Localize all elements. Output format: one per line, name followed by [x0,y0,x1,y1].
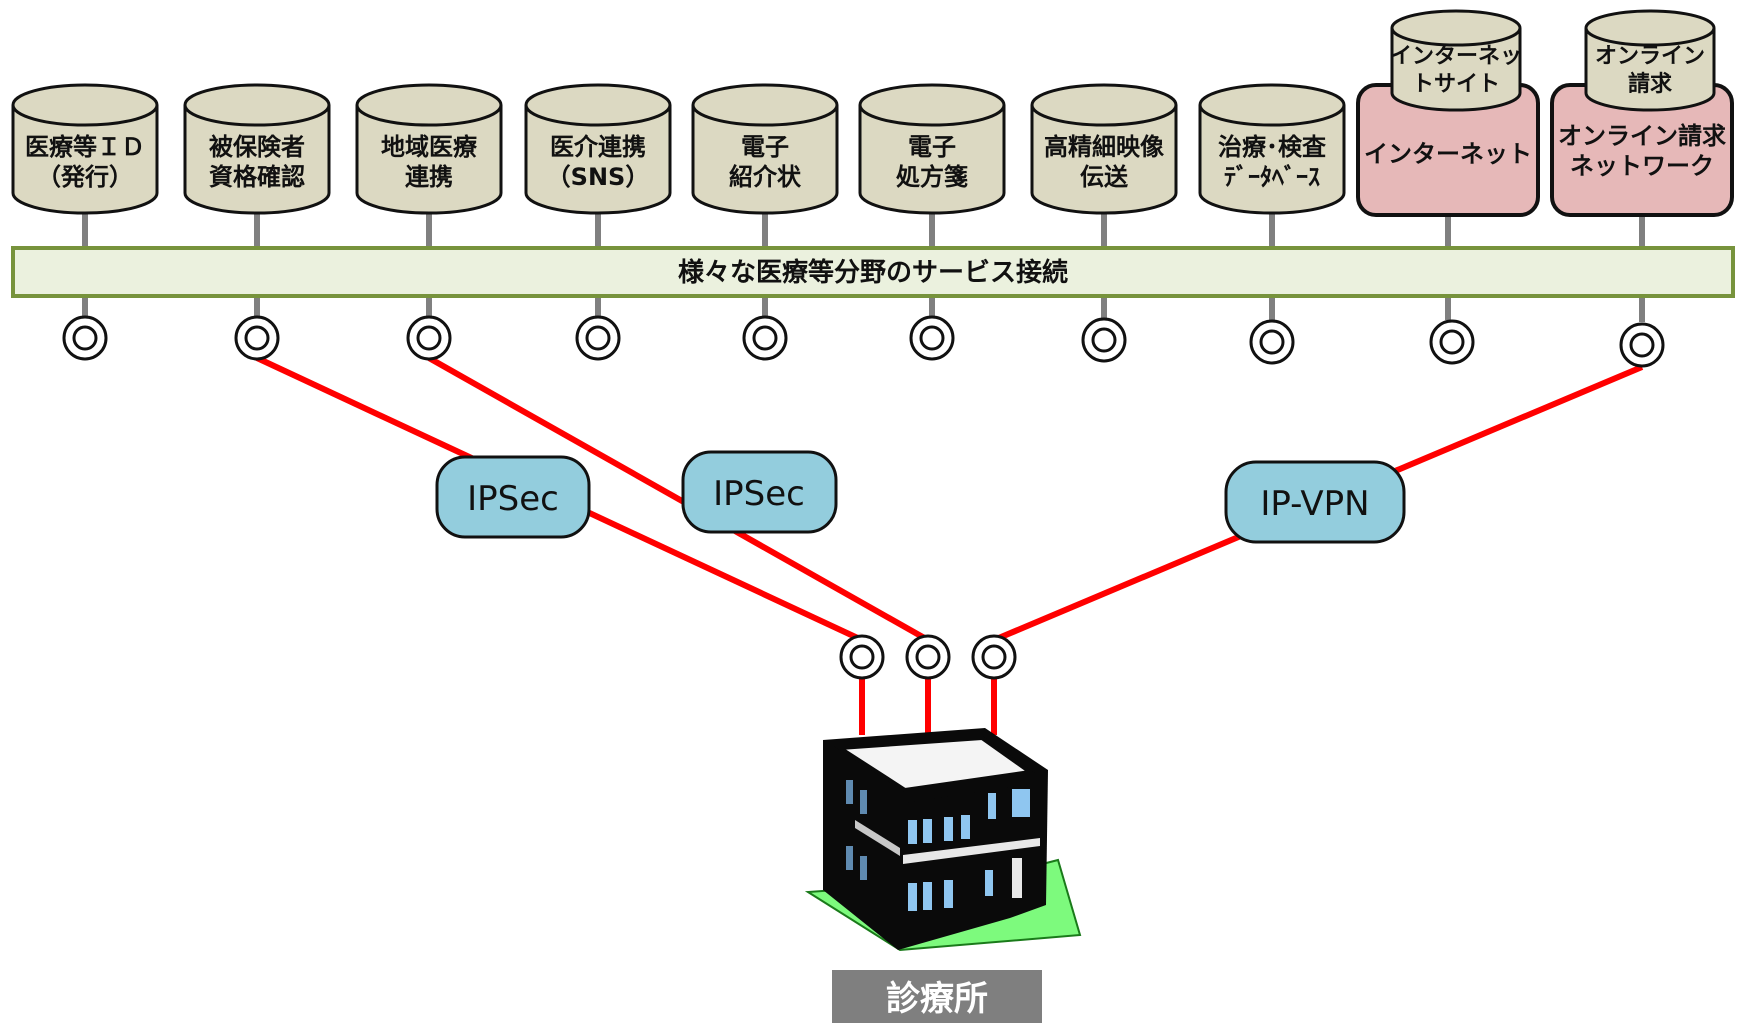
port-icon [575,315,621,361]
db-cylinder-referral [691,83,839,215]
ipsec-pill-2 [681,450,838,534]
service-label-5a: 電子 [741,133,789,161]
clinic-label-text: 診療所 [886,979,988,1019]
service-labels: 医療等ＩＤ （発行） 被保険者 資格確認 地域医療 連携 医介連携 （SNS） … [25,133,1326,191]
port-stems [82,296,1645,322]
network-db-labels: インターネッ トサイト オンライン 請求 [1390,44,1705,97]
port-icon [971,634,1017,680]
ipsec-pill-2-label: IPSec [713,474,805,514]
db-cylinder-video [1030,83,1178,215]
service-label-1b: （発行） [37,163,133,191]
connection-pills: IPSec IPSec IP-VPN [435,450,1406,544]
port-icon [406,315,452,361]
ports [62,315,1665,680]
db-cylinder-insurance [183,83,331,215]
port-icon [742,315,788,361]
service-label-3b: 連携 [405,163,453,191]
ipsec-pill-1-label: IPSec [467,479,559,519]
clinic-building-icon [804,728,1082,952]
service-label-2b: 資格確認 [209,163,305,191]
port-icon [839,634,885,680]
port-icon [1429,319,1475,365]
service-label-1a: 医療等ＩＤ [25,133,145,161]
service-label-6a: 電子 [908,133,956,161]
connection-lines [255,355,1644,735]
network-databases [1390,9,1716,112]
service-label-5b: 紹介状 [729,163,802,191]
db-cylinder-sns [524,83,672,215]
service-label-3a: 地域医療 [381,133,478,161]
service-label-8a: 治療･検査 [1218,133,1326,161]
db-cylinder-medical-id [11,83,159,215]
db-cylinder-online-claim [1584,9,1716,112]
port-icon [234,315,280,361]
service-label-8b: ﾃﾞｰﾀﾍﾞｰｽ [1224,163,1320,191]
db-stems [82,210,1645,250]
internet-label: インターネット [1364,140,1532,168]
port-icon [1619,322,1665,368]
internet-site-label-2: トサイト [1412,72,1500,97]
online-claim-label-2: ネットワーク [1570,152,1714,180]
service-databases [11,83,1346,215]
service-label-7a: 高精細映像 [1044,133,1165,161]
online-claim-db-label-2: 請求 [1628,71,1672,97]
service-label-7b: 伝送 [1080,163,1129,191]
port-icon [1249,319,1295,365]
service-bus: 様々な医療等分野のサービス接続 [11,246,1735,298]
port-icon [62,315,108,361]
service-label-2a: 被保険者 [209,133,305,161]
online-claim-label-1: オンライン請求 [1558,122,1726,150]
service-label-4a: 医介連携 [550,133,646,161]
db-cylinder-internet-site [1390,9,1522,112]
service-label-4b: （SNS） [547,163,650,191]
ipvpn-pill-label: IP-VPN [1260,484,1369,524]
internet-site-label-1: インターネッ [1390,44,1522,69]
link-ipsec-2 [427,355,930,643]
ipvpn-pill [1224,460,1406,544]
service-label-6b: 処方箋 [896,163,968,191]
bus-label: 様々な医療等分野のサービス接続 [678,257,1068,288]
port-icon [905,634,951,680]
db-cylinder-prescription [858,83,1006,215]
ipsec-pill-1 [435,455,591,539]
online-claim-db-label-1: オンライン [1595,44,1705,69]
clinic-label: 診療所 [832,970,1042,1023]
db-cylinder-regional [355,83,503,215]
db-cylinder-treatment [1198,83,1346,215]
port-icon [1081,317,1127,363]
port-icon [909,315,955,361]
